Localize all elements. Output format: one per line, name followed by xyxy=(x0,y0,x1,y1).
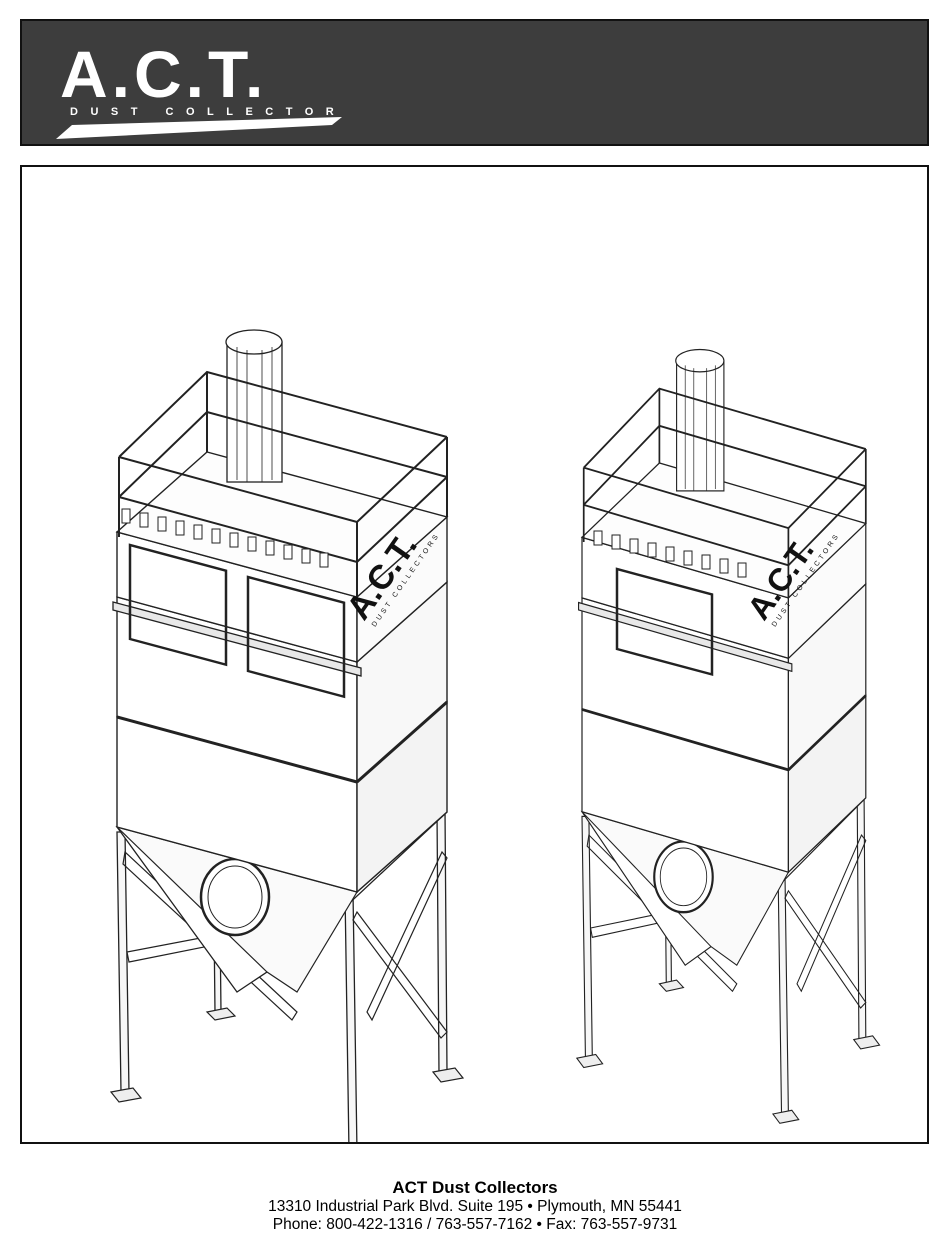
logo-tagline: DUST COLLECTORS xyxy=(70,106,342,118)
logo-swoosh xyxy=(56,117,342,139)
footer-company-name: ACT Dust Collectors xyxy=(0,1178,950,1198)
logo-wordmark: A.C.T. xyxy=(60,37,267,111)
company-logo: A.C.T. DUST COLLECTORS xyxy=(52,35,342,139)
footer-address: 13310 Industrial Park Blvd. Suite 195 • … xyxy=(0,1198,950,1216)
contact-footer: ACT Dust Collectors 13310 Industrial Par… xyxy=(0,1178,950,1234)
footer-contact: Phone: 800-422-1316 / 763-557-7162 • Fax… xyxy=(0,1216,950,1234)
product-illustration-frame: A.C.T. DUST COLLECTORS A.C.T. DUST COLLE… xyxy=(20,165,929,1144)
dust-collector-drawing: A.C.T. DUST COLLECTORS A.C.T. DUST COLLE… xyxy=(22,167,927,1142)
header-band: A.C.T. DUST COLLECTORS xyxy=(20,19,929,146)
